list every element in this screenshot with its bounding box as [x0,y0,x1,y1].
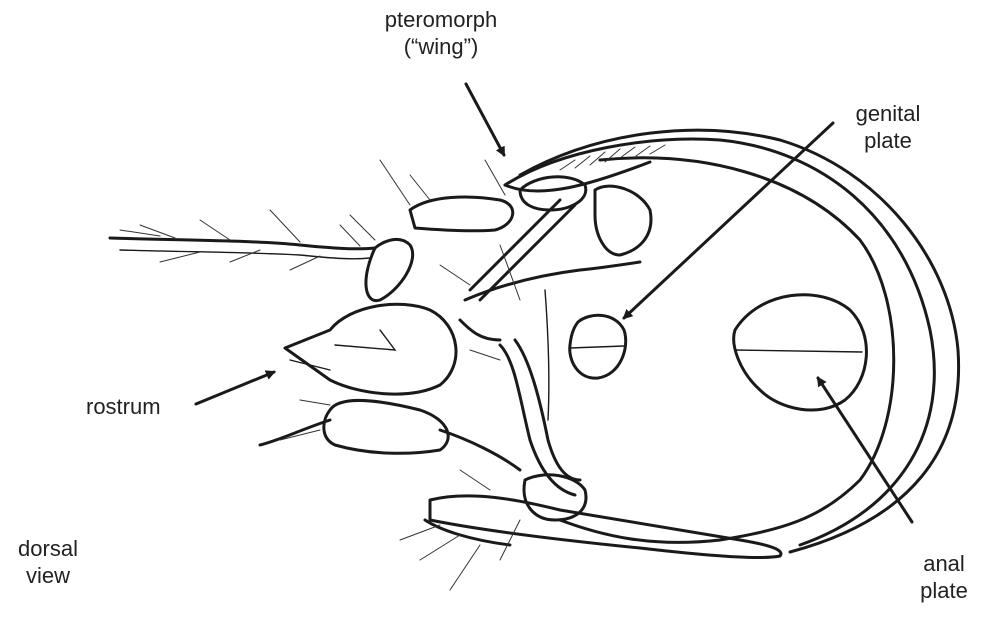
dorsal-view-label: dorsal view [0,535,96,589]
pteromorph-label: pteromorph (“wing”) [366,6,516,60]
dorsal-view-label-line1: dorsal [0,535,96,562]
rostrum-arrow [196,372,274,404]
genital-plate-label-line2: plate [838,127,938,154]
genital-plate [570,315,626,378]
pteromorph-arrow [466,84,504,155]
pteromorph-label-line1: pteromorph [366,6,516,33]
anal-plate-arrow [818,378,912,522]
legs [110,160,781,590]
anal-plate-label-line1: anal [906,550,982,577]
genital-plate-label-line1: genital [838,100,938,127]
anal-plate-label: anal plate [906,550,982,604]
pteromorph-label-line2: (“wing”) [366,33,516,60]
rostrum-label: rostrum [86,393,196,420]
anal-plate [734,295,867,410]
anal-plate-label-line2: plate [906,577,982,604]
dorsal-view-label-line2: view [0,562,96,589]
genital-plate-label: genital plate [838,100,938,154]
rostrum-label-line1: rostrum [86,393,196,420]
genital-plate-arrow [624,123,833,318]
